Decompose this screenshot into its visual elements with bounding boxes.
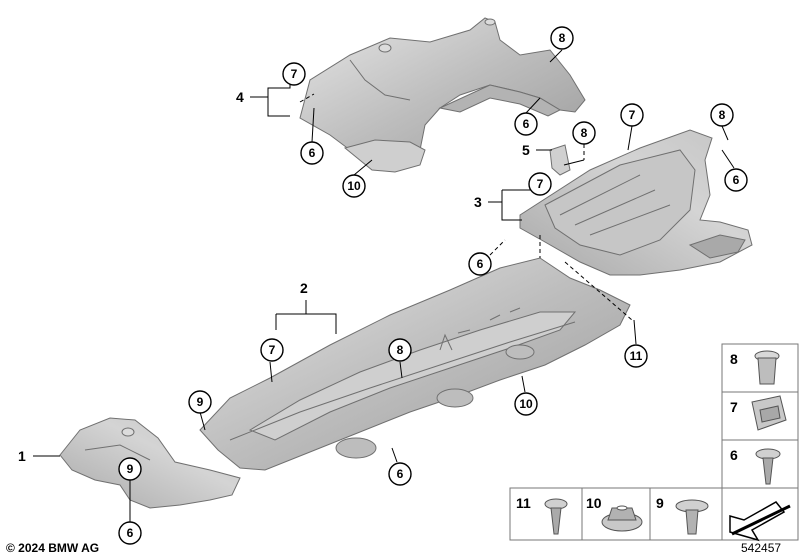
expanding-rivet-icon [675, 499, 709, 535]
clip-nut-icon [751, 395, 787, 431]
svg-text:6: 6 [733, 173, 740, 187]
callout-9-left[interactable]: 9 [118, 457, 142, 481]
callout-9-low[interactable]: 9 [188, 390, 212, 414]
callout-8-low[interactable]: 8 [388, 338, 412, 362]
svg-text:7: 7 [730, 399, 738, 415]
callout-8-top[interactable]: 8 [550, 26, 574, 50]
copyright-text: © 2024 BMW AG [6, 541, 100, 555]
callout-6-top-a[interactable]: 6 [514, 112, 538, 136]
callout-7-low[interactable]: 7 [260, 338, 284, 362]
svg-text:6: 6 [127, 526, 134, 540]
callout-10-top[interactable]: 10 [342, 174, 366, 198]
callout-6-right[interactable]: 6 [724, 168, 748, 192]
svg-text:8: 8 [559, 31, 566, 45]
front-left-shield [59, 417, 241, 509]
collar-nut-icon [601, 505, 643, 532]
diagram-number: 542457 [741, 541, 782, 555]
callout-10-low[interactable]: 10 [514, 392, 538, 416]
svg-text:8: 8 [730, 351, 738, 367]
svg-text:10: 10 [347, 179, 361, 193]
legend-item-direction[interactable] [721, 487, 799, 542]
svg-text:7: 7 [291, 67, 298, 81]
legend-item-8[interactable]: 8 [721, 343, 799, 393]
svg-text:9: 9 [197, 395, 204, 409]
assembly-label-1[interactable]: 1 [18, 448, 26, 464]
callout-7-top[interactable]: 7 [282, 62, 306, 86]
callout-8-mid[interactable]: 8 [572, 121, 596, 145]
svg-text:8: 8 [581, 126, 588, 140]
svg-text:9: 9 [656, 495, 664, 511]
svg-text:6: 6 [477, 257, 484, 271]
collar-screw-icon [544, 498, 568, 535]
svg-text:10: 10 [586, 495, 602, 511]
callout-6-mid[interactable]: 6 [468, 252, 492, 276]
push-rivet-icon [754, 350, 780, 385]
assembly-label-4[interactable]: 4 [236, 89, 244, 105]
assembly-label-3[interactable]: 3 [474, 194, 482, 210]
legend-item-10[interactable]: 10 [581, 487, 651, 541]
leader-lines [33, 49, 735, 522]
front-underbody-brace [299, 17, 586, 173]
svg-text:6: 6 [730, 447, 738, 463]
callout-6-top-b[interactable]: 6 [300, 141, 324, 165]
callout-11-mid[interactable]: 11 [624, 344, 648, 368]
screw-icon [755, 448, 781, 485]
callout-7-right[interactable]: 7 [620, 103, 644, 127]
assembly-label-5[interactable]: 5 [522, 142, 530, 158]
direction-arrow-icon [729, 501, 791, 542]
callout-8-right[interactable]: 8 [710, 103, 734, 127]
svg-text:6: 6 [397, 467, 404, 481]
callout-6-low[interactable]: 6 [388, 462, 412, 486]
svg-text:8: 8 [397, 343, 404, 357]
svg-text:7: 7 [537, 177, 544, 191]
svg-text:7: 7 [629, 108, 636, 122]
centre-underbody-shield [199, 257, 631, 471]
legend-item-6[interactable]: 6 [721, 439, 799, 489]
svg-text:11: 11 [516, 495, 531, 511]
svg-text:11: 11 [630, 349, 643, 363]
legend-item-11[interactable]: 11 [509, 487, 583, 541]
svg-text:8: 8 [719, 108, 726, 122]
svg-text:10: 10 [519, 397, 533, 411]
rear-underbody-shield [519, 129, 753, 276]
svg-text:6: 6 [523, 117, 530, 131]
legend-item-7[interactable]: 7 [721, 391, 799, 441]
callout-7-mid[interactable]: 7 [528, 172, 552, 196]
svg-text:9: 9 [127, 462, 134, 476]
svg-text:7: 7 [269, 343, 276, 357]
legend-item-9[interactable]: 9 [649, 487, 723, 541]
svg-text:6: 6 [309, 146, 316, 160]
callout-6-left[interactable]: 6 [118, 521, 142, 545]
assembly-label-2[interactable]: 2 [300, 280, 308, 296]
